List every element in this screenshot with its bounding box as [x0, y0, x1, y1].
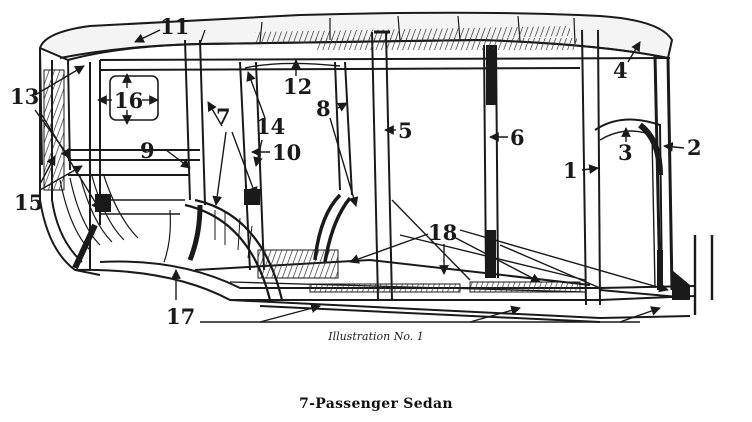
callout-18: 18	[428, 220, 457, 245]
callout-4: 4	[613, 58, 628, 83]
leader-lines	[34, 29, 685, 323]
callout-7: 7	[216, 104, 231, 129]
callout-14: 14	[256, 114, 285, 139]
callout-11: 11	[160, 14, 189, 39]
sill-and-floor	[74, 193, 696, 323]
callout-3: 3	[618, 140, 633, 165]
callout-1: 1	[563, 158, 578, 183]
roof-rail	[99, 38, 671, 71]
figure-caption: Illustration No. 1	[328, 330, 424, 343]
callout-12: 12	[283, 74, 312, 99]
callout-16: 16	[114, 88, 143, 113]
figure-title: 7-Passenger Sedan	[299, 396, 453, 412]
callout-10: 10	[272, 140, 301, 165]
callout-8: 8	[316, 96, 331, 121]
callout-15: 15	[14, 190, 43, 215]
callout-labels: 1 2 3 4 5 6 7 8 9 10 11 12 13 14 15 16 1…	[10, 14, 702, 329]
callout-6: 6	[510, 125, 525, 150]
callout-13: 13	[10, 84, 39, 109]
callout-17: 17	[166, 304, 195, 329]
callout-2: 2	[687, 135, 702, 160]
callout-9: 9	[140, 138, 155, 163]
rear-end-frame	[39, 48, 200, 276]
callout-5: 5	[398, 118, 413, 143]
